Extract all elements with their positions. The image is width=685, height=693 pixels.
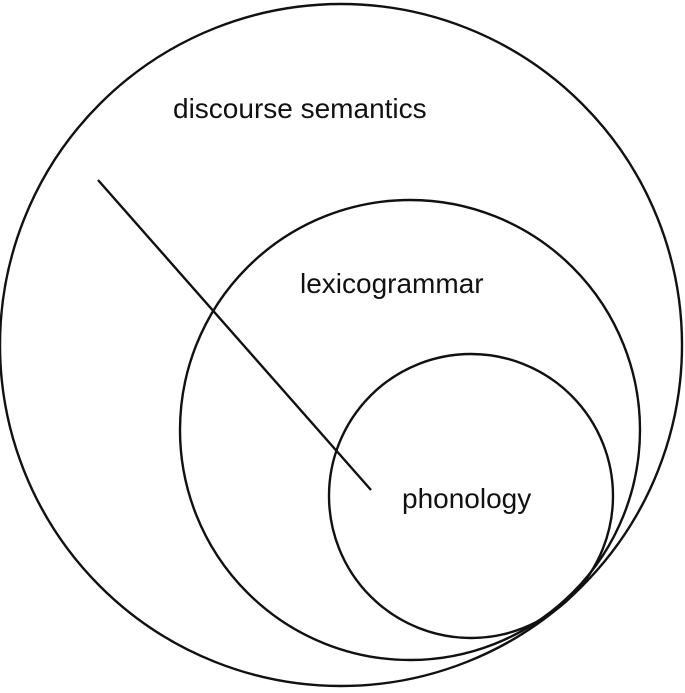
lexicogrammar-label: lexicogrammar xyxy=(300,268,484,299)
discourse-semantics-label: discourse semantics xyxy=(173,93,427,124)
phonology-label: phonology xyxy=(402,483,531,514)
lexicogrammar-circle xyxy=(178,198,642,662)
phonology-circle xyxy=(327,352,615,640)
diagonal-line xyxy=(97,179,372,491)
